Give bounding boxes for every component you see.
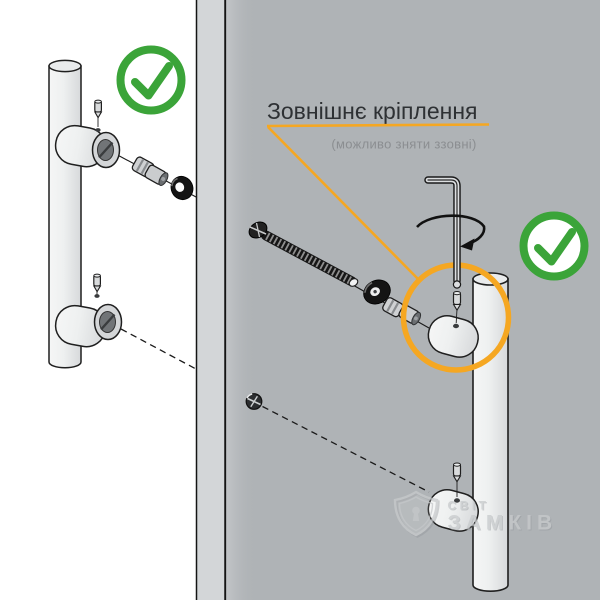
set-screw-hole	[453, 323, 459, 329]
set-screw-lower	[92, 273, 102, 295]
door-edge-strip	[197, 0, 225, 600]
guide-dashed-line	[262, 405, 430, 493]
set-screw-hole	[95, 128, 101, 132]
set-screw-hole	[454, 498, 460, 503]
allen-key-ball-end	[452, 280, 462, 289]
shield-keyhole-icon	[393, 490, 440, 538]
lower-bracket	[427, 489, 479, 532]
handle-right	[427, 272, 509, 592]
upper-bracket	[427, 315, 479, 358]
allen-key-icon	[424, 176, 462, 289]
rotate-arrow-icon	[416, 214, 486, 251]
watermark-bottom: ЗАМКІВ	[448, 512, 558, 535]
handle-left	[48, 59, 198, 370]
guide-dashed-line	[120, 328, 197, 370]
o-ring	[170, 175, 194, 201]
title-underline	[266, 123, 490, 128]
door-panel	[225, 0, 600, 600]
check-mark	[534, 228, 576, 266]
set-screw-hole	[94, 294, 100, 298]
bracket-bore-slot	[98, 141, 114, 159]
bushing-small	[382, 297, 404, 318]
lower-bracket	[54, 294, 123, 348]
check-circle-icon-right	[519, 211, 589, 281]
upper-bracket	[54, 124, 121, 169]
countersunk-screw	[245, 393, 263, 410]
screw-tip	[348, 278, 359, 287]
set-screw-upper	[452, 291, 462, 324]
bracket-bore-slot	[100, 313, 116, 331]
leader-line	[267, 126, 421, 282]
watermark-bottom-shadow: ЗАМКІВ	[449, 513, 559, 536]
handle-tube	[472, 278, 509, 592]
watermark-top: СВІТ	[448, 499, 490, 513]
screw-threads	[265, 232, 353, 285]
washer	[363, 279, 391, 305]
handle-tube-top-cap	[48, 59, 82, 73]
caption: (можливо зняти ззовні)	[331, 137, 476, 152]
set-screw-upper	[93, 99, 103, 127]
watermark: СВІТ СВІТ ЗАМКІВ ЗАМКІВ	[393, 490, 559, 538]
bushing-threaded	[144, 164, 169, 186]
threaded-screw	[248, 221, 359, 287]
door-panel-edge-shade	[226, 0, 256, 600]
check-mark	[131, 62, 173, 100]
set-screw-lower	[452, 462, 462, 497]
check-circle-icon-left	[116, 45, 186, 115]
page-title: Зовнішнє кріплення	[267, 98, 477, 124]
watermark-top-shadow: СВІТ	[449, 500, 491, 514]
